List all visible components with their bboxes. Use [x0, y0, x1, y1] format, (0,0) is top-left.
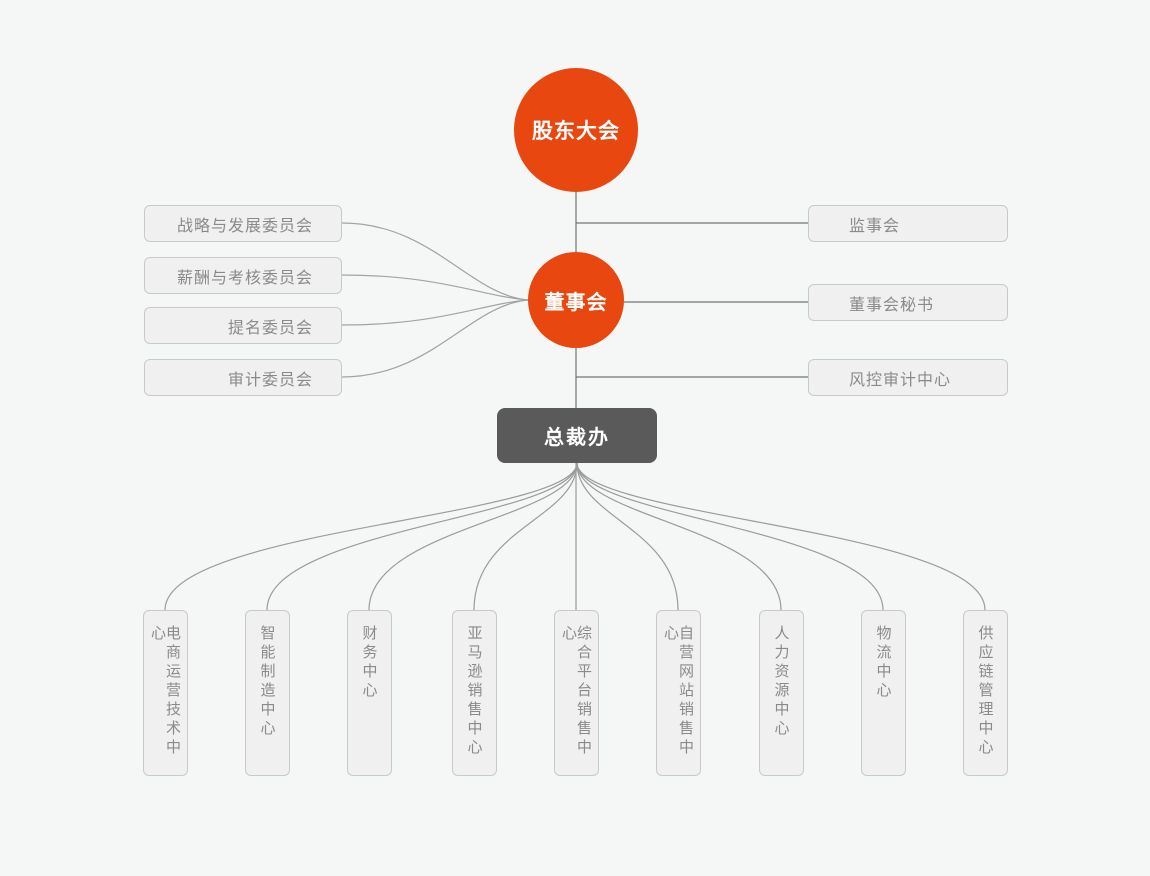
department-box-amazon-sales[interactable]: 亚马逊销售中心 — [451, 610, 497, 776]
node-board-of-directors[interactable]: 董事会 — [528, 252, 624, 348]
department-label: 物流中心 — [874, 625, 892, 701]
committee-box-compensation-assessment[interactable]: 薪酬与考核委员会 — [144, 257, 342, 294]
department-label: 自营网站销售中心 — [662, 625, 694, 758]
department-label: 人力资源中心 — [772, 625, 790, 739]
department-box-own-website-sales[interactable]: 自营网站销售中心 — [655, 610, 701, 776]
department-label: 电商运营技术中心 — [149, 625, 181, 758]
node-shareholders-meeting[interactable]: 股东大会 — [514, 68, 638, 192]
node-president-office[interactable]: 总裁办 — [497, 408, 657, 463]
department-box-intelligent-manufacturing[interactable]: 智能制造中心 — [244, 610, 290, 776]
department-box-ecommerce-ops-tech[interactable]: 电商运营技术中心 — [142, 610, 188, 776]
department-box-logistics[interactable]: 物流中心 — [860, 610, 906, 776]
department-label: 智能制造中心 — [258, 625, 276, 739]
department-label: 供应链管理中心 — [976, 625, 994, 758]
department-box-supply-chain[interactable]: 供应链管理中心 — [962, 610, 1008, 776]
department-box-human-resources[interactable]: 人力资源中心 — [758, 610, 804, 776]
committee-box-audit[interactable]: 审计委员会 — [144, 359, 342, 396]
branch-box-risk-audit-center[interactable]: 风控审计中心 — [808, 359, 1008, 396]
branch-box-supervisory-board[interactable]: 监事会 — [808, 205, 1008, 242]
committee-box-strategy-development[interactable]: 战略与发展委员会 — [144, 205, 342, 242]
committee-box-nomination[interactable]: 提名委员会 — [144, 307, 342, 344]
branch-box-board-secretary[interactable]: 董事会秘书 — [808, 284, 1008, 321]
department-label: 综合平台销售中心 — [560, 625, 592, 758]
department-label: 财务中心 — [360, 625, 378, 701]
department-box-finance[interactable]: 财务中心 — [346, 610, 392, 776]
department-label: 亚马逊销售中心 — [465, 625, 483, 758]
department-box-platform-sales[interactable]: 综合平台销售中心 — [553, 610, 599, 776]
